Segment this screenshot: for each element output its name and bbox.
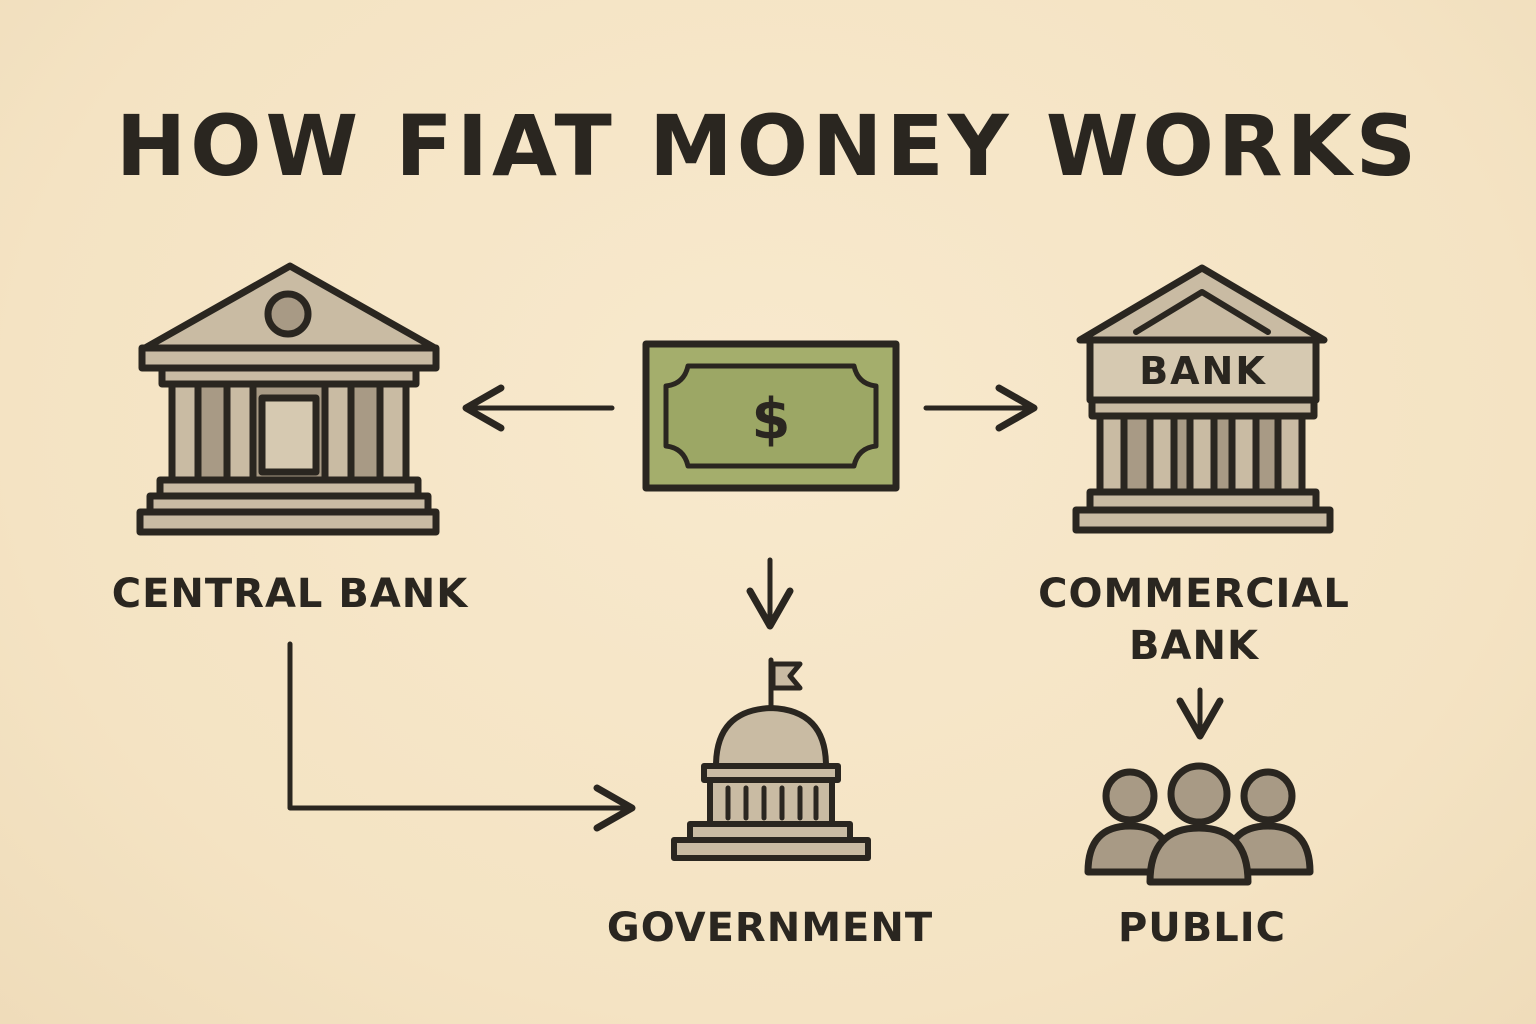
bank-sign-text: BANK xyxy=(1139,349,1267,393)
classical-bank-icon xyxy=(136,262,440,536)
public-label: PUBLIC xyxy=(1117,905,1286,951)
capitol-dome-icon xyxy=(671,657,871,861)
page-title: HOW FIAT MONEY WORKS xyxy=(115,97,1421,195)
government-label: GOVERNMENT xyxy=(606,905,934,951)
banknote-icon xyxy=(642,340,900,492)
central-bank-label: CENTRAL BANK xyxy=(111,571,469,617)
bank-building-icon xyxy=(1072,264,1334,534)
people-group-icon xyxy=(1084,762,1314,886)
arrows xyxy=(287,384,1224,832)
arrow-central-bank-to-government xyxy=(287,641,636,832)
commercial-bank-label-line1: COMMERCIAL xyxy=(1038,571,1350,617)
dollar-sign: $ xyxy=(752,387,791,452)
commercial-bank-label-line2: BANK xyxy=(1129,623,1259,669)
